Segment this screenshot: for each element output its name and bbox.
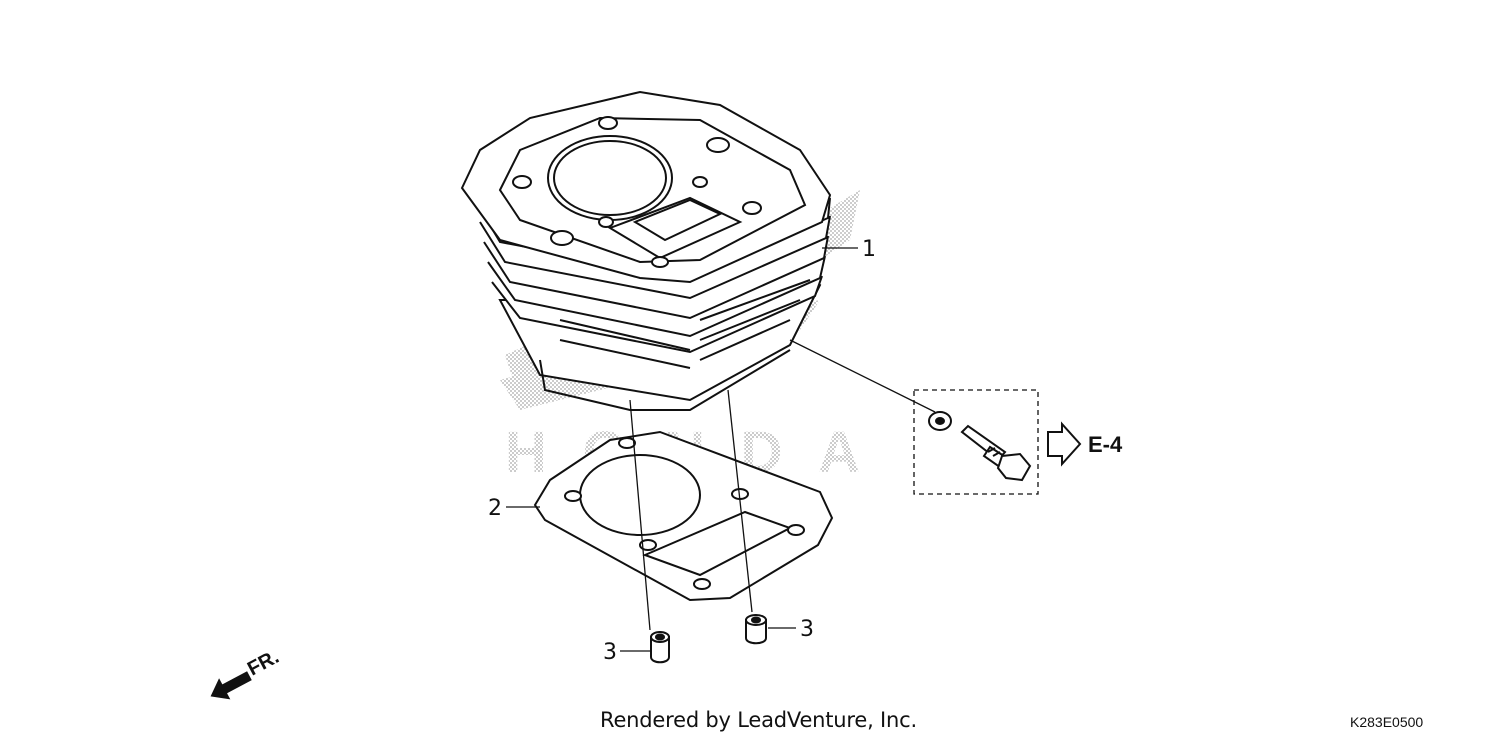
cylinder-base-gasket	[533, 430, 834, 602]
callout-leaders	[506, 247, 858, 652]
reference-label[interactable]: E-4	[1088, 432, 1123, 457]
callout-1[interactable]: 1	[862, 237, 876, 262]
callout-3-left[interactable]: 3	[603, 640, 617, 665]
front-direction-label: FR.	[244, 646, 283, 681]
assembly-lines	[629, 339, 936, 631]
callout-3-right[interactable]: 3	[800, 617, 814, 642]
diagram-code: K283E0500	[1350, 714, 1424, 730]
dowel-pin-left	[650, 631, 670, 664]
callout-2[interactable]: 2	[488, 496, 502, 521]
reference-arrow-icon	[1047, 421, 1082, 467]
dowel-pin-right	[745, 614, 767, 645]
footer-credit: Rendered by LeadVenture, Inc.	[600, 708, 917, 732]
front-direction-arrow-icon	[210, 671, 252, 700]
cylinder-part	[460, 90, 832, 411]
washer-part	[928, 411, 952, 431]
bolt-part	[960, 424, 1032, 482]
bolt-detail-box	[913, 389, 1039, 495]
